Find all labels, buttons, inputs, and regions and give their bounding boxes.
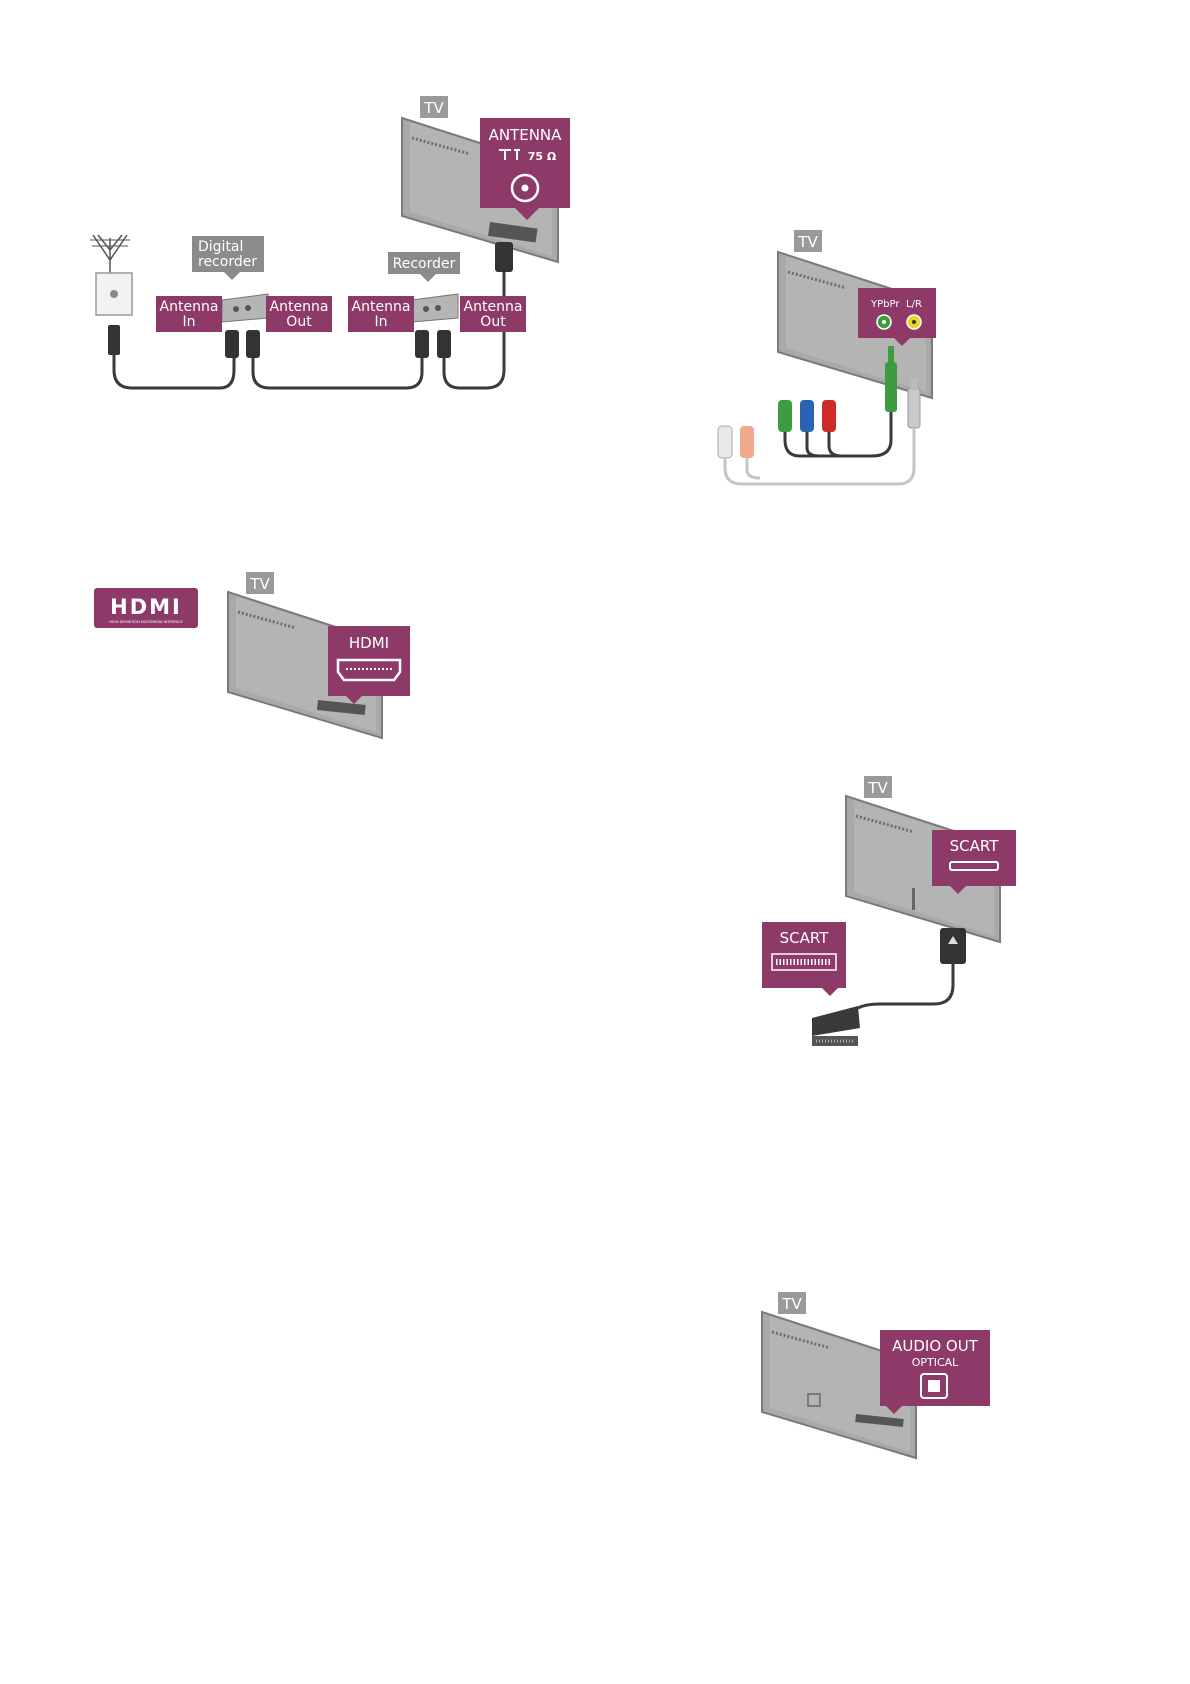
tv-tag-antenna: TV — [420, 96, 448, 118]
tv-tag-audio: TV — [778, 1292, 806, 1314]
antenna-port-callout: ANTENNA 75 Ω — [480, 118, 570, 220]
hdmi-logo-subtext: HIGH-DEFINITION MULTIMEDIA INTERFACE — [109, 620, 182, 624]
antenna-socket-icon — [510, 173, 540, 203]
port-label-2-line2: Out — [286, 314, 312, 330]
tv-tag-scart: TV — [864, 776, 892, 798]
hdmi-port-callout: HDMI — [328, 626, 410, 704]
optical-socket-icon — [920, 1373, 948, 1399]
digital-recorder-device — [221, 293, 269, 323]
tv-label: TV — [867, 779, 888, 797]
antenna-figure: TV ANTENNA 75 Ω — [90, 96, 570, 390]
hdmi-connector-icon — [336, 658, 402, 682]
digital-recorder-tag: Digital recorder — [192, 236, 264, 280]
wall-antenna-icon — [90, 234, 236, 390]
tv-label: TV — [797, 233, 818, 251]
tv-label: TV — [423, 99, 444, 117]
scart-figure: TV SCART SCART — [762, 776, 1016, 1046]
tv-panel-hdmi — [227, 590, 383, 740]
port-label-2: Antenna Out — [266, 296, 332, 332]
recorder-device — [411, 293, 459, 323]
hdmi-figure: HDMI HIGH-DEFINITION MULTIMEDIA INTERFAC… — [94, 572, 410, 740]
port-label-4-line1: Antenna — [464, 299, 523, 315]
tv-label: TV — [249, 575, 270, 593]
scart-port-label: SCART — [950, 837, 1000, 855]
tv-tag-ypbpr: TV — [794, 230, 822, 252]
digital-recorder-line1: Digital — [198, 239, 243, 255]
port-label-4: Antenna Out — [460, 296, 526, 332]
ypbpr-port-label: YPbPr — [870, 299, 900, 310]
scart-port-callout: SCART — [932, 830, 1016, 894]
tv-panel-audio — [761, 1310, 917, 1460]
port-label-1: Antenna In — [156, 296, 222, 332]
audio-out-port-callout: AUDIO OUT OPTICAL — [880, 1330, 990, 1414]
recorder-tag: Recorder — [388, 252, 460, 282]
scart-socket-icon — [949, 861, 999, 871]
ypbpr-port-callout: YPbPr L/R — [858, 288, 936, 346]
port-label-4-line2: Out — [480, 314, 506, 330]
tv-panel-scart — [845, 794, 1001, 944]
scart-device-callout: SCART — [762, 922, 846, 996]
antenna-port-title: ANTENNA — [489, 126, 563, 144]
port-label-1-line2: In — [182, 314, 195, 330]
scart-device-plug-icon — [812, 1006, 860, 1046]
recorder-label: Recorder — [393, 256, 456, 272]
hdmi-port-label: HDMI — [349, 634, 389, 652]
hdmi-logo: HDMI HIGH-DEFINITION MULTIMEDIA INTERFAC… — [94, 588, 198, 628]
port-label-1-line1: Antenna — [160, 299, 219, 315]
port-label-3-line2: In — [374, 314, 387, 330]
digital-recorder-line2: recorder — [198, 254, 257, 270]
tv-tag-hdmi: TV — [246, 572, 274, 594]
port-label-3-line1: Antenna — [352, 299, 411, 315]
tv-label: TV — [781, 1295, 802, 1313]
hdmi-logo-text: HDMI — [110, 595, 182, 619]
audio-out-label: AUDIO OUT — [892, 1337, 979, 1355]
lr-port-label: L/R — [906, 299, 922, 310]
port-label-3: Antenna In — [348, 296, 414, 332]
scart-pins-icon — [771, 953, 837, 971]
coax-symbol-icon — [499, 149, 520, 160]
antenna-port-spec: 75 Ω — [528, 150, 557, 163]
ypbpr-figure: TV YPbPr L/R — [717, 230, 936, 486]
port-label-2-line1: Antenna — [270, 299, 329, 315]
audio-out-figure: TV AUDIO OUT OPTICAL — [761, 1292, 990, 1460]
optical-label: OPTICAL — [912, 1356, 959, 1369]
scart-plug-icon — [940, 928, 966, 964]
scart-device-label: SCART — [780, 929, 830, 947]
